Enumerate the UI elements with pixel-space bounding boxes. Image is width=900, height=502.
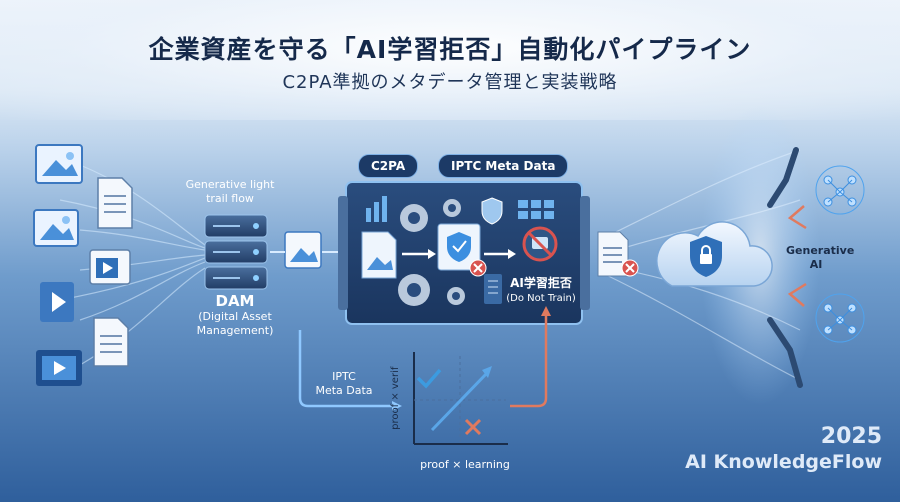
red-arrow-icon	[787, 282, 807, 307]
page-subtitle: C2PA準拠のメタデータ管理と実装戦略	[282, 72, 618, 93]
red-arrow-icon	[787, 205, 807, 230]
reject-x-icon	[621, 259, 639, 277]
image-document-icon	[361, 231, 397, 279]
generative-ai-label: Generative AI	[786, 244, 855, 271]
robot-arm-icon	[767, 317, 803, 388]
document-icon	[93, 317, 129, 367]
refusal-flow-arrow	[510, 316, 548, 408]
grid-icon	[518, 200, 554, 219]
iptc-bottom-label: IPTC Meta Data	[315, 370, 373, 397]
x-axis-label: proof × learning	[420, 458, 510, 471]
do-not-train-label: (Do Not Train)	[506, 293, 576, 304]
neural-network-icon	[815, 165, 865, 215]
shield-icon	[481, 197, 503, 225]
gear-icon	[443, 199, 461, 217]
image-card-icon	[284, 231, 322, 269]
flow-label: Generative light trail flow	[185, 178, 275, 205]
proof-chart	[413, 352, 508, 445]
dam-subtitle: (Digital Asset Management)	[196, 310, 274, 337]
footer-brand: AI KnowledgeFlow	[685, 451, 882, 473]
document-icon	[597, 231, 629, 277]
c2pa-tag: C2PA	[358, 154, 419, 178]
video-file-icon	[40, 282, 74, 322]
robot-arm-icon	[767, 147, 799, 208]
page-title: 企業資産を守る「AI学習拒否」自動化パイプライン	[148, 35, 752, 64]
shield-document-icon	[437, 223, 481, 271]
footer-year: 2025	[820, 424, 882, 449]
dam-title: DAM	[215, 292, 255, 310]
processing-panel	[338, 181, 590, 325]
video-file-icon	[36, 350, 82, 386]
image-file-icon	[35, 144, 83, 184]
gear-icon	[398, 274, 430, 306]
x-mark-icon	[464, 418, 482, 436]
image-file-icon	[33, 209, 79, 247]
ai-refusal-label: AI学習拒否	[510, 276, 572, 290]
dam-server-icon	[204, 214, 268, 290]
reject-x-icon	[469, 259, 487, 277]
check-icon	[416, 368, 442, 389]
gear-icon	[447, 287, 465, 305]
secure-cloud-icon	[656, 221, 773, 287]
document-icon	[97, 177, 133, 229]
gear-icon	[400, 204, 428, 232]
video-file-icon	[89, 249, 131, 285]
bar-chart-icon	[366, 196, 387, 222]
no-ai-icon	[522, 226, 558, 262]
y-axis-label: proof × verif	[389, 366, 401, 430]
iptc-flow-arrow	[298, 330, 392, 408]
neural-network-icon	[815, 293, 865, 343]
title-band	[0, 0, 900, 120]
iptc-tag: IPTC Meta Data	[438, 154, 569, 178]
list-icon	[484, 274, 502, 304]
